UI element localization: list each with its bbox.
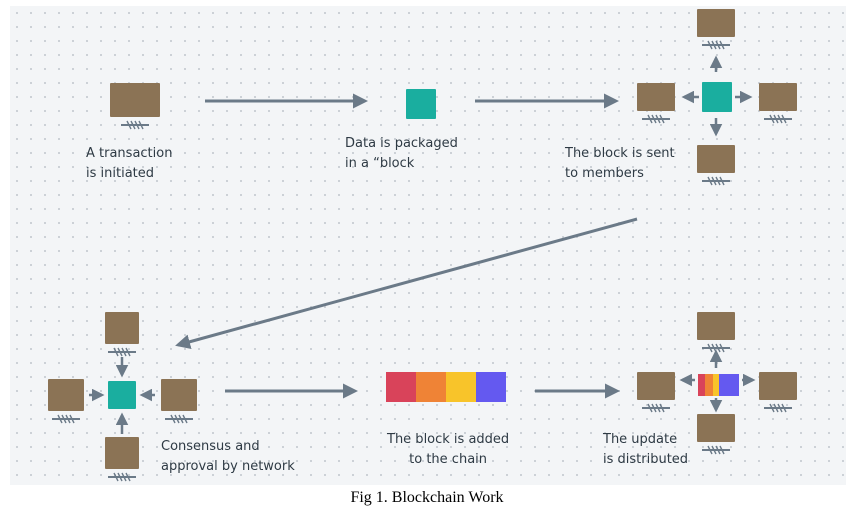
connector-tick bbox=[134, 120, 140, 130]
connector-tick bbox=[125, 347, 131, 357]
connector-tick bbox=[719, 343, 725, 353]
packaged-block bbox=[406, 89, 436, 119]
step-4-label: Consensus and approval by network bbox=[161, 439, 295, 474]
step-5-label: The block is added to the chain bbox=[387, 432, 510, 467]
connector-tick bbox=[719, 176, 725, 186]
connector-tick bbox=[707, 445, 713, 455]
broadcast-block bbox=[702, 82, 732, 112]
connector-tick bbox=[707, 40, 713, 50]
connector-tick bbox=[182, 414, 188, 424]
figure-caption: Fig 1. Blockchain Work bbox=[350, 489, 504, 506]
connector-tick bbox=[113, 472, 119, 482]
connector-tick bbox=[711, 445, 717, 455]
connector-tick bbox=[65, 414, 71, 424]
member-node-right bbox=[759, 83, 797, 111]
network-node-left bbox=[48, 379, 84, 411]
connector-tick bbox=[125, 472, 131, 482]
connector-tick bbox=[178, 414, 184, 424]
connector-tick bbox=[69, 414, 75, 424]
connector-tick bbox=[655, 403, 661, 413]
connector-tick bbox=[777, 114, 783, 124]
chain-block-4 bbox=[476, 372, 506, 402]
network-node-right bbox=[161, 379, 197, 411]
connector-tick bbox=[647, 114, 653, 124]
connector-tick bbox=[113, 347, 119, 357]
step-6-label: The update is distributed bbox=[603, 432, 689, 467]
member-node-bottom bbox=[697, 145, 735, 173]
connector-tick bbox=[719, 40, 725, 50]
chain-block-1 bbox=[386, 372, 416, 402]
connector-tick bbox=[170, 414, 176, 424]
connector-tick bbox=[57, 414, 63, 424]
chain-block-3 bbox=[446, 372, 476, 402]
peer-node-left bbox=[637, 372, 675, 400]
consensus-block bbox=[108, 381, 136, 409]
connector-tick bbox=[707, 176, 713, 186]
network-node-top bbox=[105, 312, 139, 344]
arrow-step3-to-step4 bbox=[175, 217, 638, 350]
connector-tick bbox=[651, 403, 657, 413]
update-chain-segment-2 bbox=[705, 374, 713, 396]
connector-tick bbox=[769, 114, 775, 124]
connector-tick bbox=[126, 120, 132, 130]
connector-tick bbox=[715, 445, 721, 455]
connector-tick bbox=[781, 403, 787, 413]
peer-node-bottom bbox=[697, 414, 735, 442]
connector-tick bbox=[659, 403, 665, 413]
transaction-node bbox=[110, 83, 160, 117]
step-3-label: The block is sent to members bbox=[565, 146, 675, 181]
connector-tick bbox=[121, 472, 127, 482]
connector-tick bbox=[659, 114, 665, 124]
connector-tick bbox=[781, 114, 787, 124]
connector-tick bbox=[651, 114, 657, 124]
peer-node-top bbox=[697, 312, 735, 340]
update-chain-segment-4 bbox=[719, 374, 739, 396]
connector-tick bbox=[711, 40, 717, 50]
connector-tick bbox=[777, 403, 783, 413]
connector-tick bbox=[719, 445, 725, 455]
connector-tick bbox=[773, 403, 779, 413]
connector-tick bbox=[647, 403, 653, 413]
connector-tick bbox=[773, 114, 779, 124]
update-chain-segment-1 bbox=[698, 374, 705, 396]
peer-node-right bbox=[759, 372, 797, 400]
connector-tick bbox=[61, 414, 67, 424]
connector-tick bbox=[715, 40, 721, 50]
step-1-label: A transaction is initiated bbox=[86, 146, 173, 181]
step-2-label: Data is packaged in a “block bbox=[345, 136, 458, 171]
connector-tick bbox=[655, 114, 661, 124]
connector-tick bbox=[117, 472, 123, 482]
connector-tick bbox=[769, 403, 775, 413]
chain-block-2 bbox=[416, 372, 446, 402]
connector-tick bbox=[711, 176, 717, 186]
member-node-top bbox=[697, 9, 735, 37]
member-node-left bbox=[637, 83, 675, 111]
connector-tick bbox=[174, 414, 180, 424]
network-node-bottom bbox=[105, 437, 139, 469]
connector-tick bbox=[130, 120, 136, 130]
update-chain-segment-3 bbox=[713, 374, 719, 396]
connector-tick bbox=[117, 347, 123, 357]
connector-tick bbox=[715, 176, 721, 186]
connector-tick bbox=[138, 120, 144, 130]
connector-tick bbox=[121, 347, 127, 357]
